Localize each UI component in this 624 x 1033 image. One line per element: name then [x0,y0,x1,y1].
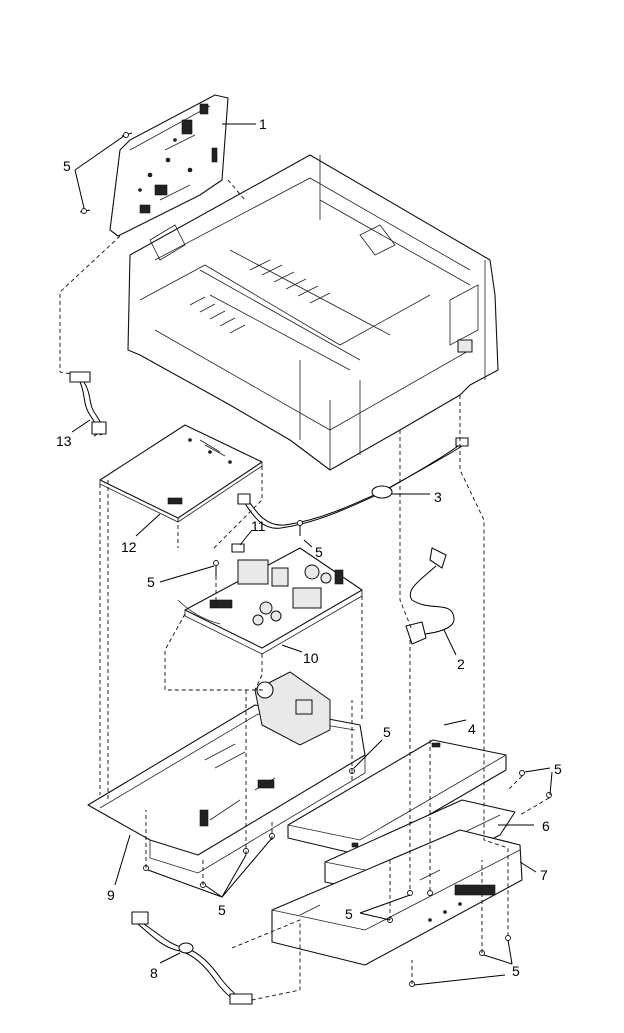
part-12-board [100,425,262,522]
callout-2: 2 [457,656,465,672]
part-10-power-board [178,548,362,654]
screw-board10-a [298,521,303,537]
callout-9: 9 [107,887,115,903]
callout-12: 12 [121,539,137,555]
callout-5-board10-a: 5 [315,544,323,560]
screw-board10-b [214,561,219,577]
callout-11: 11 [251,518,266,534]
callout-5-bottom-mid: 5 [345,906,353,922]
callout-6: 6 [542,818,550,834]
callout-8: 8 [150,965,158,981]
callout-5-board10-b: 5 [147,574,155,590]
callout-5-tray: 5 [383,724,391,740]
callout-5-top: 5 [63,158,71,174]
screws-bottom-right [410,936,511,987]
callout-5-bottom-right: 5 [512,963,520,979]
part-13-cable [70,372,106,436]
callout-4: 4 [468,721,476,737]
callout-3: 3 [434,489,442,505]
callout-13: 13 [56,433,72,449]
screw-top-2 [80,209,90,214]
callout-10: 10 [303,650,319,666]
callout-5-right: 5 [554,761,562,777]
part-8-cable [132,912,252,1004]
screw-right-a [520,771,525,776]
callout-5-bottom-left: 5 [218,902,226,918]
callout-1: 1 [259,116,267,132]
callout-7: 7 [540,867,548,883]
part-2-power-cord [406,548,454,644]
part-11-connector [232,544,244,552]
screw-right-b [547,793,552,798]
